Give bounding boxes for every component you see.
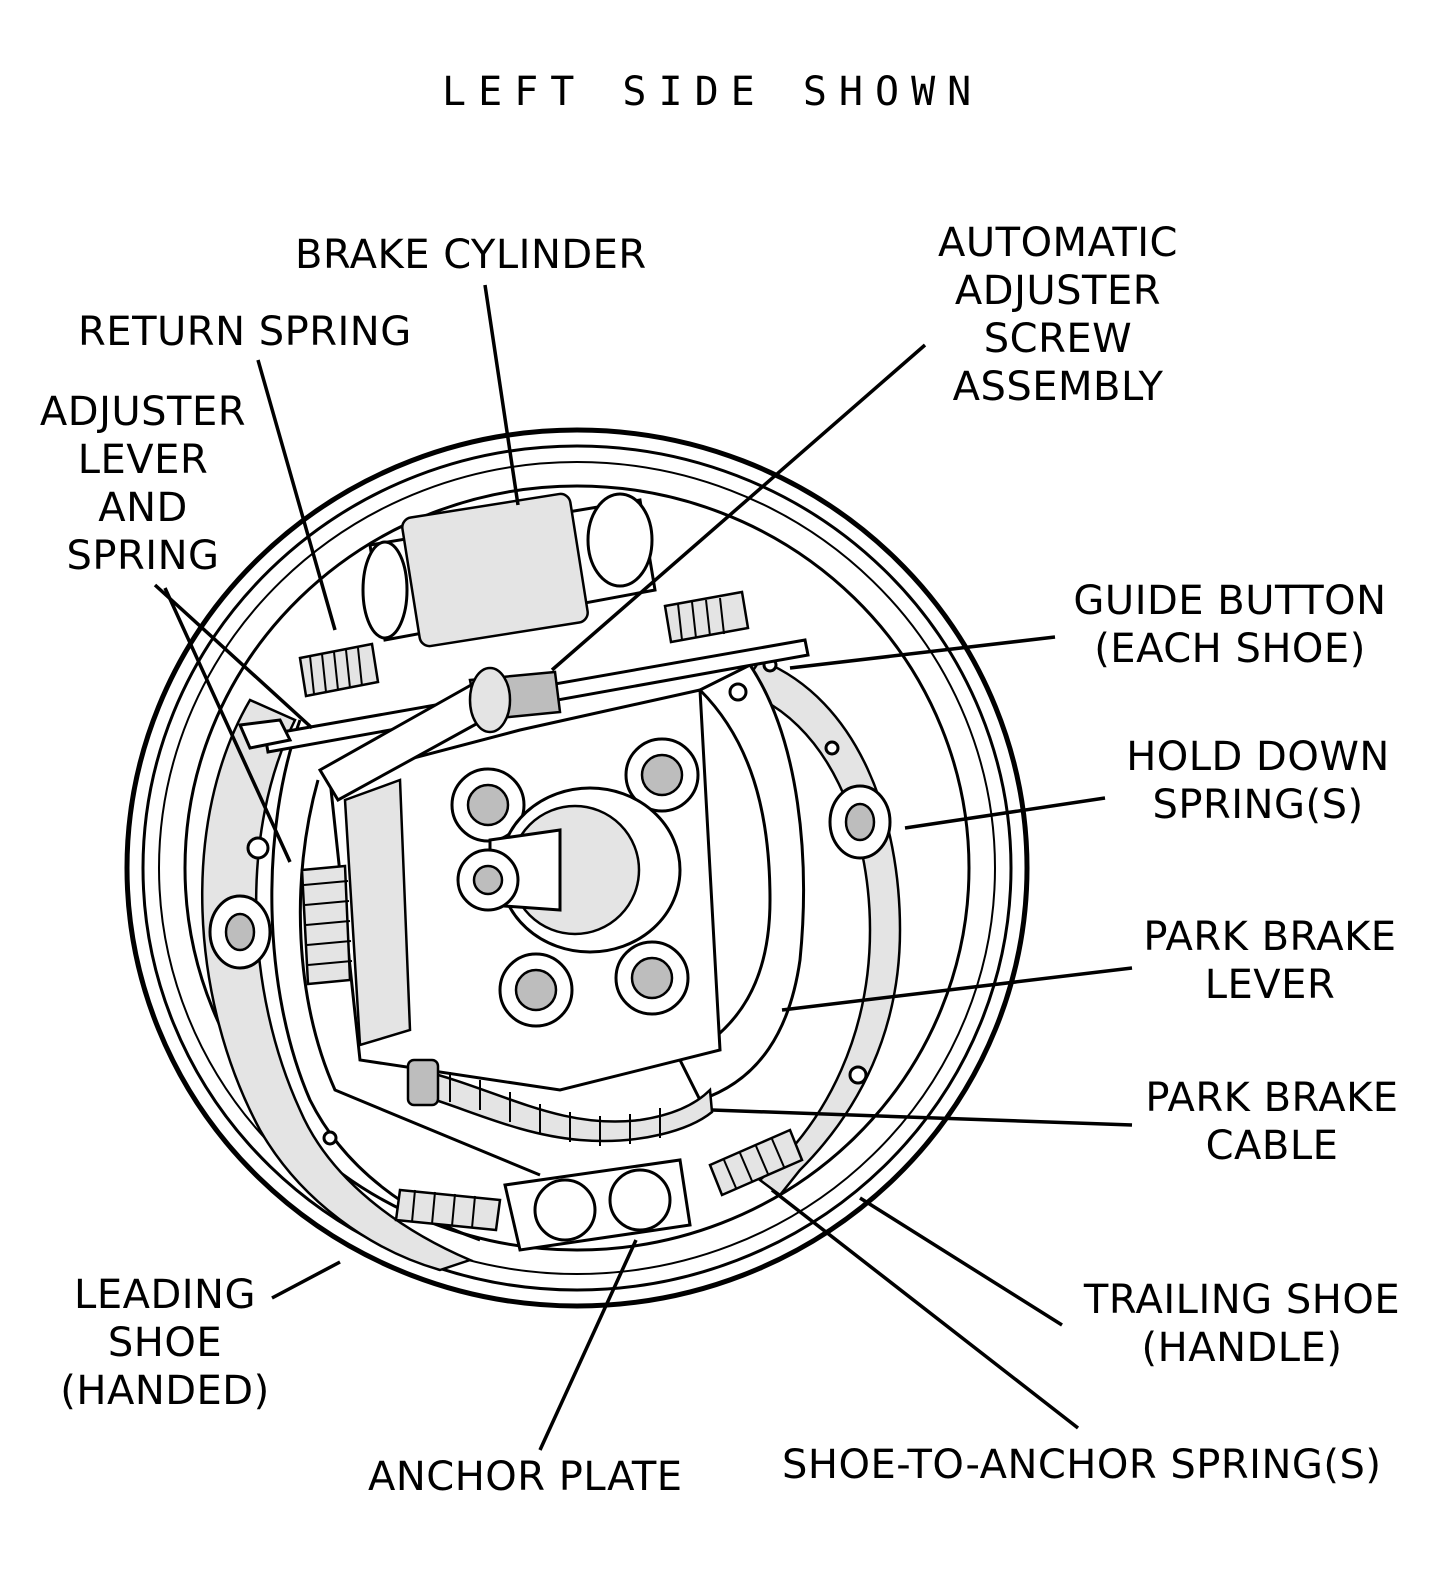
- label-adjuster-lever-line3: AND: [98, 485, 188, 531]
- return-spring-right: [663, 590, 750, 644]
- label-return-spring: RETURN SPRING: [78, 309, 412, 355]
- label-guide-button-line2: (EACH SHOE): [1094, 626, 1366, 672]
- label-automatic-adjuster-line1: AUTOMATIC: [938, 220, 1178, 266]
- label-adjuster-lever-line4: SPRING: [66, 533, 219, 579]
- shoe-to-anchor-spring-left: [394, 1188, 502, 1232]
- label-hold-down-spring: HOLD DOWN SPRING(S): [1126, 734, 1390, 828]
- label-park-brake-lever-line2: LEVER: [1205, 962, 1336, 1008]
- hold-down-spring-left: [208, 894, 272, 970]
- park-brake-cable: [406, 1058, 714, 1146]
- label-automatic-adjuster-line3: SCREW: [984, 316, 1132, 362]
- label-trailing-shoe-line2: (HANDLE): [1142, 1325, 1343, 1371]
- label-park-brake-lever-line1: PARK BRAKE: [1143, 914, 1396, 960]
- label-park-brake-cable-line2: CABLE: [1206, 1123, 1339, 1169]
- anchor-plate: [503, 1158, 692, 1252]
- label-guide-button-line1: GUIDE BUTTON: [1073, 578, 1386, 624]
- leader-lines: [153, 284, 1133, 1451]
- label-adjuster-lever-line1: ADJUSTER: [40, 389, 246, 435]
- shoe-to-anchor-spring-right: [708, 1128, 804, 1197]
- adjuster-screw: [237, 638, 810, 803]
- hub-assembly: [328, 688, 722, 1092]
- label-automatic-adjuster: AUTOMATIC ADJUSTER SCREW ASSEMBLY: [938, 220, 1178, 410]
- label-leading-shoe: LEADING SHOE (HANDED): [60, 1272, 269, 1414]
- label-brake-cylinder: BRAKE CYLINDER: [295, 232, 647, 278]
- label-adjuster-lever-line2: LEVER: [78, 437, 209, 483]
- caption: LEFT SIDE SHOWN: [442, 69, 983, 115]
- label-hold-down-spring-line1: HOLD DOWN: [1126, 734, 1390, 780]
- label-guide-button: GUIDE BUTTON (EACH SHOE): [1073, 578, 1386, 672]
- label-anchor-plate: ANCHOR PLATE: [368, 1454, 683, 1500]
- label-hold-down-spring-line2: SPRING(S): [1152, 782, 1363, 828]
- return-spring-left: [298, 642, 380, 698]
- label-leading-shoe-line2: SHOE: [108, 1320, 222, 1366]
- label-park-brake-cable: PARK BRAKE CABLE: [1145, 1075, 1398, 1169]
- label-automatic-adjuster-line2: ADJUSTER: [955, 268, 1161, 314]
- wheel-cylinder: [361, 492, 657, 648]
- label-park-brake-lever: PARK BRAKE LEVER: [1143, 914, 1396, 1008]
- label-automatic-adjuster-line4: ASSEMBLY: [953, 364, 1164, 410]
- label-leading-shoe-line1: LEADING: [74, 1272, 256, 1318]
- label-adjuster-lever: ADJUSTER LEVER AND SPRING: [40, 389, 246, 579]
- adjuster-spring: [300, 864, 353, 986]
- label-trailing-shoe: TRAILING SHOE (HANDLE): [1083, 1277, 1400, 1371]
- label-trailing-shoe-line1: TRAILING SHOE: [1083, 1277, 1400, 1323]
- hold-down-spring-right: [828, 784, 892, 860]
- label-shoe-to-anchor-spring: SHOE-TO-ANCHOR SPRING(S): [782, 1442, 1381, 1488]
- label-park-brake-cable-line1: PARK BRAKE: [1145, 1075, 1398, 1121]
- backing-plate: [124, 427, 1030, 1309]
- label-leading-shoe-line3: (HANDED): [60, 1368, 269, 1414]
